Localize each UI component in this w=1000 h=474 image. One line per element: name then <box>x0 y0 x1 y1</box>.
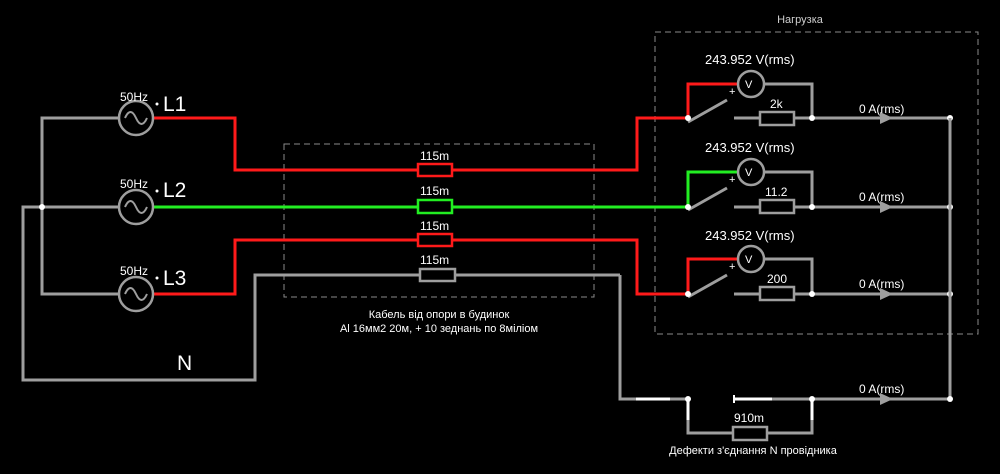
source-l2-freq: 50Hz <box>120 177 148 191</box>
source-l2-dot <box>155 189 159 193</box>
load-resistor-2[interactable] <box>758 198 796 215</box>
l2-wire[interactable] <box>154 170 738 209</box>
cable-resistor-l2[interactable] <box>416 198 454 215</box>
ac-source-l3[interactable] <box>117 275 155 313</box>
load-branch-2[interactable] <box>685 157 953 215</box>
cable-resistor-l2-label: 115m <box>420 184 449 198</box>
voltmeter-2-symbol: V <box>745 167 753 179</box>
ac-source-l2[interactable] <box>117 188 155 226</box>
load-region-box <box>654 31 979 335</box>
cable-caption-line1: Кабель від опори в будинок <box>369 309 510 321</box>
cable-resistor-l3-label: 115m <box>420 219 449 233</box>
neutral-node-left <box>39 204 45 210</box>
voltmeter-3-reading: 243.952 V(rms) <box>705 228 795 243</box>
ac-source-l1[interactable] <box>117 99 155 137</box>
load-title: Нагрузка <box>777 14 824 26</box>
current-arrow-n <box>880 393 893 405</box>
neutral-label: N <box>177 352 192 375</box>
cable-resistor-l3[interactable] <box>416 232 454 248</box>
neutral-defect-node-right <box>809 396 815 402</box>
source-l1-phase: L1 <box>163 93 186 116</box>
current-arrow-1 <box>880 112 893 124</box>
voltmeter-1-polarity: + <box>729 86 735 98</box>
cable-resistor-n[interactable] <box>418 267 457 283</box>
neutral-wiring-left[interactable] <box>21 116 636 401</box>
load-resistor-3-label: 200 <box>767 272 787 286</box>
source-l1-freq: 50Hz <box>120 90 148 104</box>
load-resistor-1[interactable] <box>758 110 796 127</box>
neutral-defect-resistor[interactable] <box>731 425 769 442</box>
load-branch-1[interactable] <box>685 69 953 127</box>
cable-region-box <box>283 143 595 298</box>
cable-resistor-n-label: 115m <box>420 253 449 267</box>
voltmeter-1-reading: 243.952 V(rms) <box>705 52 795 67</box>
cable-caption-line2: Al 16мм2 20м, + 10 зеднань по 8міліом <box>340 323 538 335</box>
load-resistor-1-label: 2k <box>770 97 784 111</box>
voltmeter-3-polarity: + <box>729 261 735 273</box>
source-l1-dot <box>155 102 159 106</box>
current-arrow-3 <box>880 288 893 300</box>
load-resistor-3[interactable] <box>758 285 796 302</box>
current-1-label: 0 A(rms) <box>859 102 904 116</box>
current-arrow-2 <box>880 201 893 213</box>
cable-resistor-l1-label: 115m <box>420 149 449 163</box>
source-l3-dot <box>155 276 159 280</box>
voltmeter-1[interactable] <box>736 69 766 99</box>
cable-resistor-l1[interactable] <box>416 162 454 178</box>
neutral-defect-network[interactable] <box>636 395 950 435</box>
voltmeter-3-symbol: V <box>745 254 753 266</box>
load-resistor-2-label: 11.2 <box>765 185 788 199</box>
voltmeter-3[interactable] <box>736 244 766 274</box>
source-leads <box>110 116 119 296</box>
voltmeter-2-reading: 243.952 V(rms) <box>705 140 795 155</box>
l1-wire[interactable] <box>154 82 738 172</box>
load-branch-3[interactable] <box>685 244 953 302</box>
voltmeter-1-symbol: V <box>745 79 753 91</box>
neutral-defect-caption: Дефекти з'єднання N провідника <box>669 445 838 457</box>
neutral-defect-resistor-label: 910m <box>734 411 764 425</box>
neutral-defect-node-left <box>685 396 691 402</box>
source-l3-phase: L3 <box>163 267 186 290</box>
current-3-label: 0 A(rms) <box>859 277 904 291</box>
current-2-label: 0 A(rms) <box>859 190 904 204</box>
neutral-current-label: 0 A(rms) <box>859 382 904 396</box>
l3-wire[interactable] <box>154 238 738 296</box>
source-l3-freq: 50Hz <box>120 264 148 278</box>
source-l2-phase: L2 <box>163 179 186 202</box>
neutral-return-node <box>947 396 953 402</box>
voltmeter-2-polarity: + <box>729 174 735 186</box>
voltmeter-2[interactable] <box>736 157 766 187</box>
